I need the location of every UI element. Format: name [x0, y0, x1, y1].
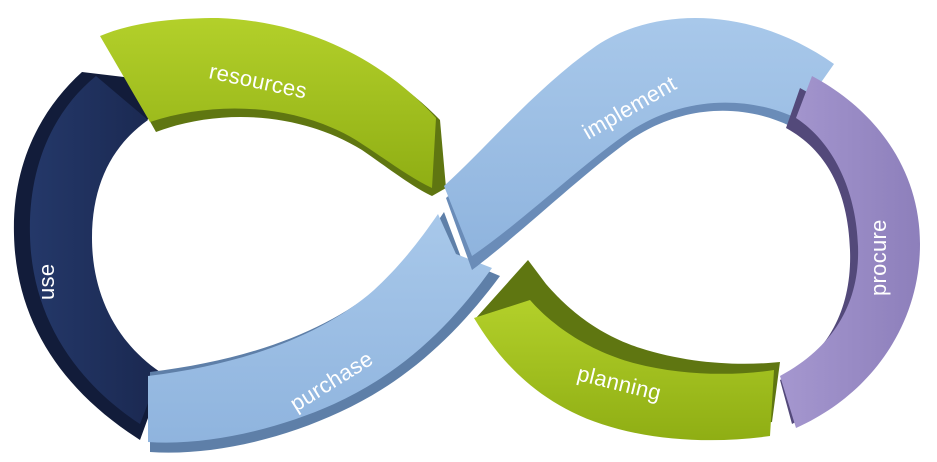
segment-use-face — [29, 76, 160, 424]
segment-implement — [444, 17, 834, 271]
segment-planning-face — [474, 300, 774, 441]
segment-resources-face — [100, 18, 436, 188]
segment-resources — [100, 18, 446, 196]
segment-planning — [474, 260, 780, 441]
label-use: use — [34, 264, 59, 300]
segment-procure-face — [780, 76, 920, 428]
segment-use — [13, 72, 160, 440]
segment-purchase — [148, 212, 500, 453]
segment-implement-face — [444, 17, 834, 256]
segment-procure — [780, 76, 920, 428]
label-procure: procure — [866, 219, 891, 296]
segment-purchase-face — [148, 214, 492, 443]
